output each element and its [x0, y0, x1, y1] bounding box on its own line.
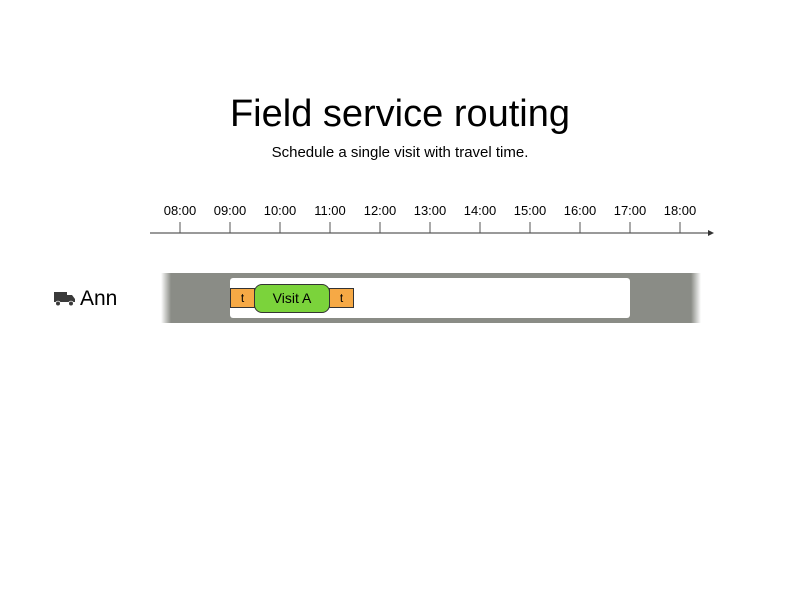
page-title: Field service routing: [229, 93, 571, 135]
tick-label: 12:00: [363, 203, 397, 218]
travel-before-visit[interactable]: t: [230, 288, 255, 308]
travel-after-visit[interactable]: t: [329, 288, 354, 308]
page-subtitle: Schedule a single visit with travel time…: [271, 144, 529, 161]
time-axis-arrow: [708, 230, 714, 236]
tick-label: 09:00: [213, 203, 247, 218]
tick-label: 10:00: [263, 203, 297, 218]
tick-label: 17:00: [613, 203, 647, 218]
resource-name: Ann: [80, 287, 118, 310]
tick-label: 16:00: [563, 203, 597, 218]
tick-label: 08:00: [163, 203, 197, 218]
tick-label: 18:00: [663, 203, 697, 218]
resource-row-header[interactable]: Ann: [54, 286, 117, 312]
tick-label: 13:00: [413, 203, 447, 218]
tick-label: 11:00: [314, 203, 346, 218]
tick-label: 15:00: [513, 203, 547, 218]
tick-label: 14:00: [463, 203, 497, 218]
truck-icon: [54, 292, 75, 306]
visit-block[interactable]: Visit A: [254, 284, 330, 313]
tick-marks: [179, 222, 681, 233]
